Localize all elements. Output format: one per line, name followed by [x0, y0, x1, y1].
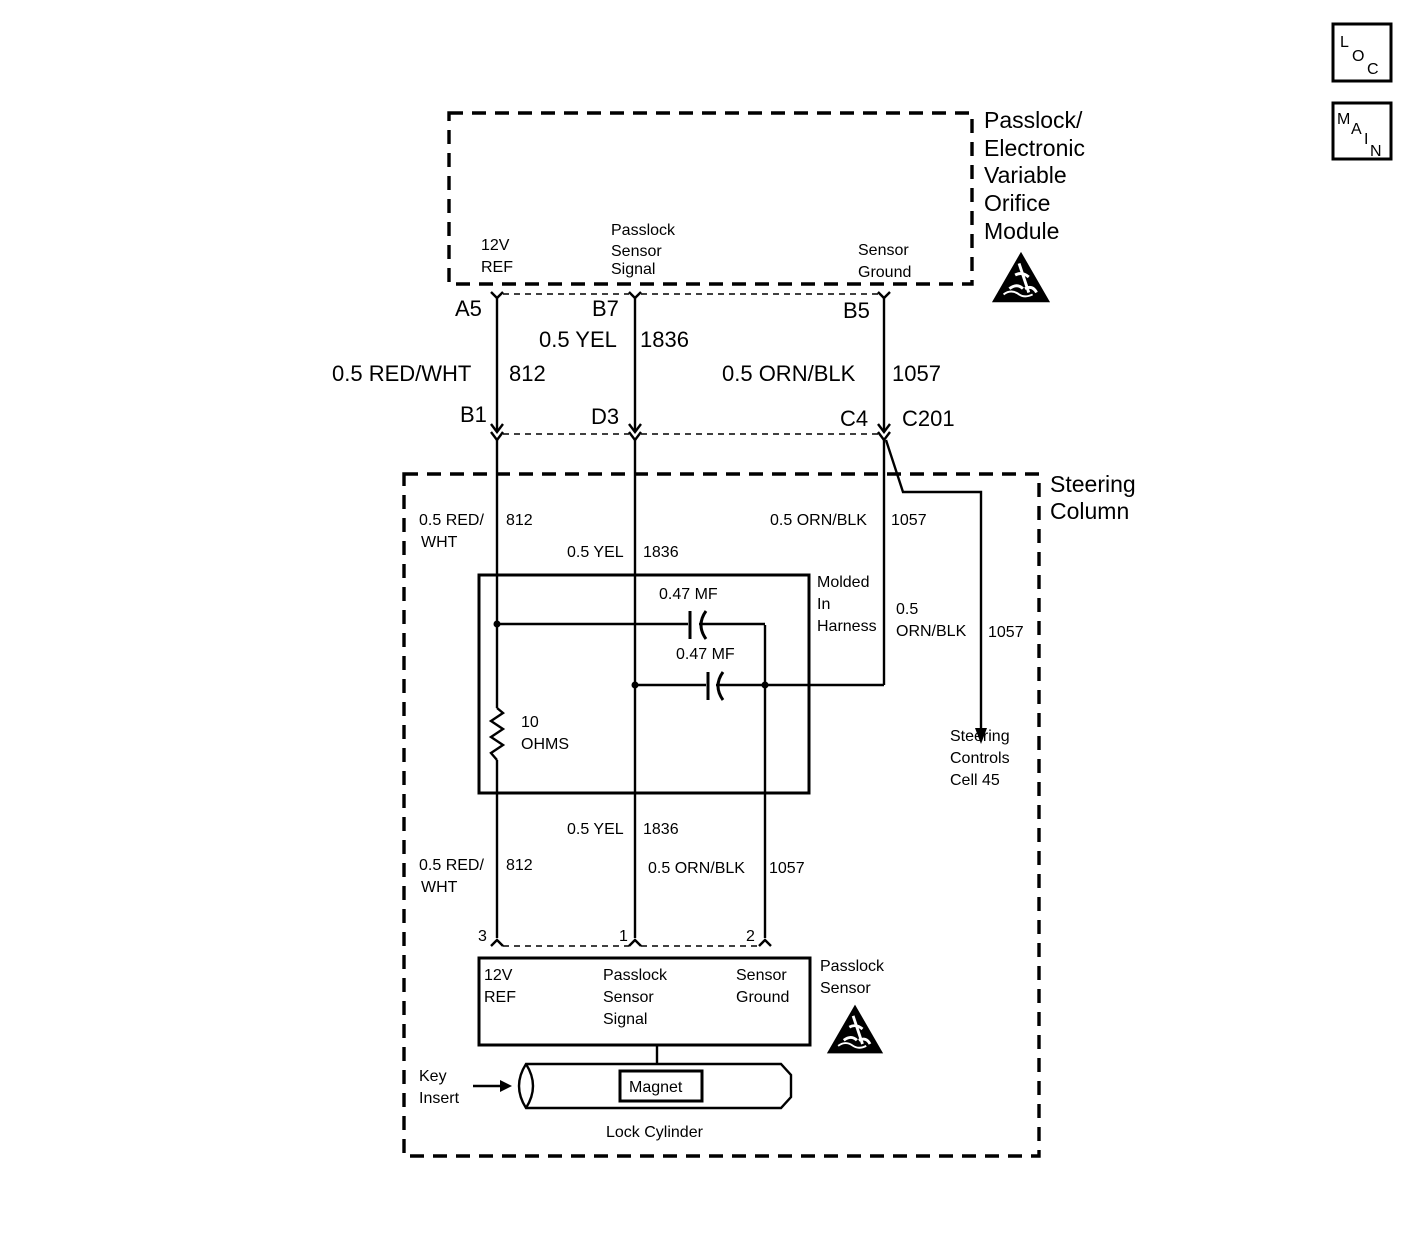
sensor-pin-1: 1 — [619, 928, 628, 945]
module-pin-signal-label2: Sensor — [611, 243, 662, 260]
sensor-ref-label2: REF — [484, 989, 516, 1006]
yel-bot-label: 0.5 YEL — [567, 821, 624, 838]
passlock-sensor-box — [477, 956, 812, 1047]
harness-label3: Harness — [817, 618, 877, 635]
key-insert-label2: Insert — [419, 1090, 460, 1107]
module-name-line1: Passlock/ — [984, 107, 1083, 133]
sensor-name2: Sensor — [820, 980, 871, 997]
module-pin-signal-label3: Signal — [611, 261, 655, 278]
magnet-box — [618, 1069, 704, 1103]
yel-top-circuit: 1836 — [643, 544, 679, 561]
resistor-label1: 10 — [521, 714, 539, 731]
loc-letter-c: C — [1367, 61, 1379, 78]
terminal-d3: D3 — [591, 404, 619, 429]
sensor-signal-label2: Sensor — [603, 989, 654, 1006]
sensor-signal-label1: Passlock — [603, 967, 668, 984]
capacitor2-label: 0.47 MF — [676, 646, 735, 663]
wire-orn-color: 0.5 ORN/BLK — [722, 361, 856, 386]
branch-dest-label1: Steering — [950, 728, 1010, 745]
magnet-label: Magnet — [629, 1079, 683, 1096]
module-name-line3: Variable — [984, 162, 1067, 188]
capacitor1-label: 0.47 MF — [659, 586, 718, 603]
sensor-pin-2: 2 — [746, 928, 755, 945]
sensor-signal-label3: Signal — [603, 1011, 647, 1028]
key-insert-label1: Key — [419, 1068, 447, 1085]
evo-module-box — [447, 111, 974, 286]
harness-label2: In — [817, 596, 830, 613]
sensor-pin-3: 3 — [478, 928, 487, 945]
loc-letter-o: O — [1352, 48, 1364, 65]
red-bot-label1: 0.5 RED/ — [419, 857, 484, 874]
sensor-ground-label2: Ground — [736, 989, 789, 1006]
terminal-b1: B1 — [460, 402, 487, 427]
lock-cylinder-label: Lock Cylinder — [606, 1124, 704, 1141]
module-name-line2: Electronic — [984, 135, 1085, 161]
harness-label1: Molded — [817, 574, 869, 591]
module-pin-ref-label1: 12V — [481, 237, 510, 254]
orn-branch-label1: 0.5 — [896, 601, 918, 618]
module-pin-signal-label1: Passlock — [611, 222, 676, 239]
orn-branch-circuit: 1057 — [988, 624, 1024, 641]
resistor-label2: OHMS — [521, 736, 569, 753]
module-name-line5: Module — [984, 218, 1059, 244]
sensor-name1: Passlock — [820, 958, 885, 975]
orn-branch-label2: ORN/BLK — [896, 623, 967, 640]
red-top-label2: WHT — [421, 534, 458, 551]
sensor-ground-label1: Sensor — [736, 967, 787, 984]
wire-red-color: 0.5 RED/WHT — [332, 361, 471, 386]
loc-letter-l: L — [1340, 34, 1349, 51]
red-bot-label2: WHT — [421, 879, 458, 896]
terminal-b7: B7 — [592, 296, 619, 321]
loc-button[interactable]: L O C — [1331, 22, 1393, 83]
module-pin-ground-label2: Ground — [858, 264, 911, 281]
red-bot-circuit: 812 — [506, 857, 533, 874]
module-pin-ground-label1: Sensor — [858, 242, 909, 259]
terminal-b5: B5 — [843, 298, 870, 323]
main-letter-n: N — [1370, 143, 1382, 160]
main-letter-m: M — [1337, 111, 1350, 128]
steering-column-title1: Steering — [1050, 471, 1136, 497]
terminal-c4: C4 — [840, 406, 868, 431]
esd-warning-icon — [825, 1003, 885, 1055]
connector-c201: C201 — [902, 406, 955, 431]
red-top-circuit: 812 — [506, 512, 533, 529]
wire-yel-circuit: 1836 — [640, 327, 689, 352]
steering-column-title2: Column — [1050, 498, 1129, 524]
branch-dest-label3: Cell 45 — [950, 772, 1000, 789]
orn-top-label: 0.5 ORN/BLK — [770, 512, 867, 529]
main-letter-a: A — [1351, 121, 1362, 138]
main-button[interactable]: M A I N — [1331, 101, 1393, 161]
branch-dest-label2: Controls — [950, 750, 1010, 767]
orn-bot-label: 0.5 ORN/BLK — [648, 860, 745, 877]
wire-orn-circuit: 1057 — [892, 361, 941, 386]
orn-bot-circuit: 1057 — [769, 860, 805, 877]
sensor-ref-label1: 12V — [484, 967, 513, 984]
yel-bot-circuit: 1836 — [643, 821, 679, 838]
esd-warning-icon — [990, 250, 1052, 304]
terminal-a5: A5 — [455, 296, 482, 321]
orn-top-circuit: 1057 — [891, 512, 927, 529]
module-pin-ref-label2: REF — [481, 259, 513, 276]
wire-yel-color: 0.5 YEL — [539, 327, 617, 352]
main-letter-i: I — [1364, 131, 1368, 148]
module-name-line4: Orifice — [984, 190, 1050, 216]
wire-red-circuit: 812 — [509, 361, 546, 386]
steering-column-box — [402, 472, 1041, 1158]
yel-top-label: 0.5 YEL — [567, 544, 624, 561]
red-top-label1: 0.5 RED/ — [419, 512, 484, 529]
